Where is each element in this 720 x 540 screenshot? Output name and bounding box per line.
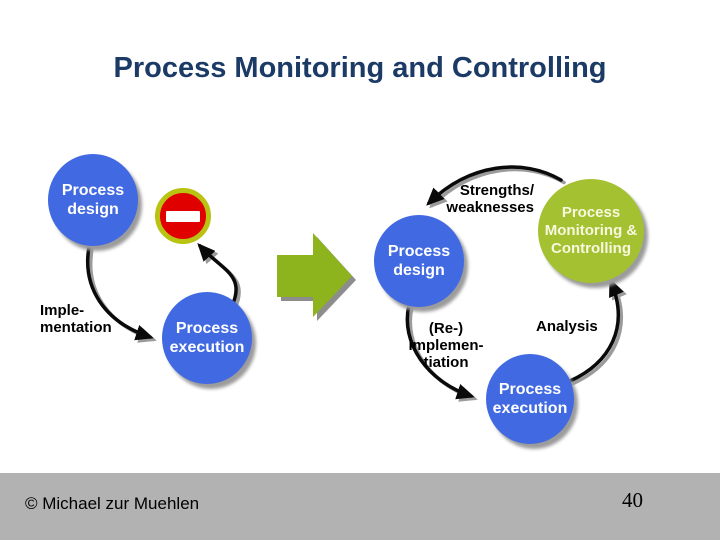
node-process-design-right: Process design: [374, 215, 464, 307]
node-label: Process design: [387, 243, 451, 279]
no-entry-bar: [166, 210, 200, 222]
node-process-execution-right: Process execution: [486, 354, 574, 444]
node-label: Process execution: [492, 381, 568, 417]
node-process-execution-left: Process execution: [162, 292, 252, 384]
node-label: Process design: [61, 182, 125, 218]
implementation-label: Imple- mentation: [40, 302, 112, 336]
reimplementation-label: (Re-) implemen- tiation: [408, 320, 484, 371]
slide-title: Process Monitoring and Controlling: [113, 52, 607, 84]
node-process-monitoring-controlling: Process Monitoring & Controlling: [538, 179, 644, 283]
big-right-arrow-icon: [277, 233, 352, 317]
footer-page-number: 40: [622, 488, 643, 512]
no-entry-icon: [155, 188, 211, 244]
node-label: Process Monitoring & Controlling: [544, 204, 638, 257]
strengths-weaknesses-label: Strengths/ weaknesses: [446, 182, 534, 216]
big-right-arrow-shadow: [281, 237, 356, 321]
analysis-label: Analysis: [536, 318, 598, 335]
footer-copyright: © Michael zur Muehlen: [25, 494, 200, 513]
node-process-design-left: Process design: [48, 154, 138, 246]
node-label: Process execution: [169, 320, 245, 356]
footer-bar: © Michael zur Muehlen 40: [0, 473, 720, 540]
